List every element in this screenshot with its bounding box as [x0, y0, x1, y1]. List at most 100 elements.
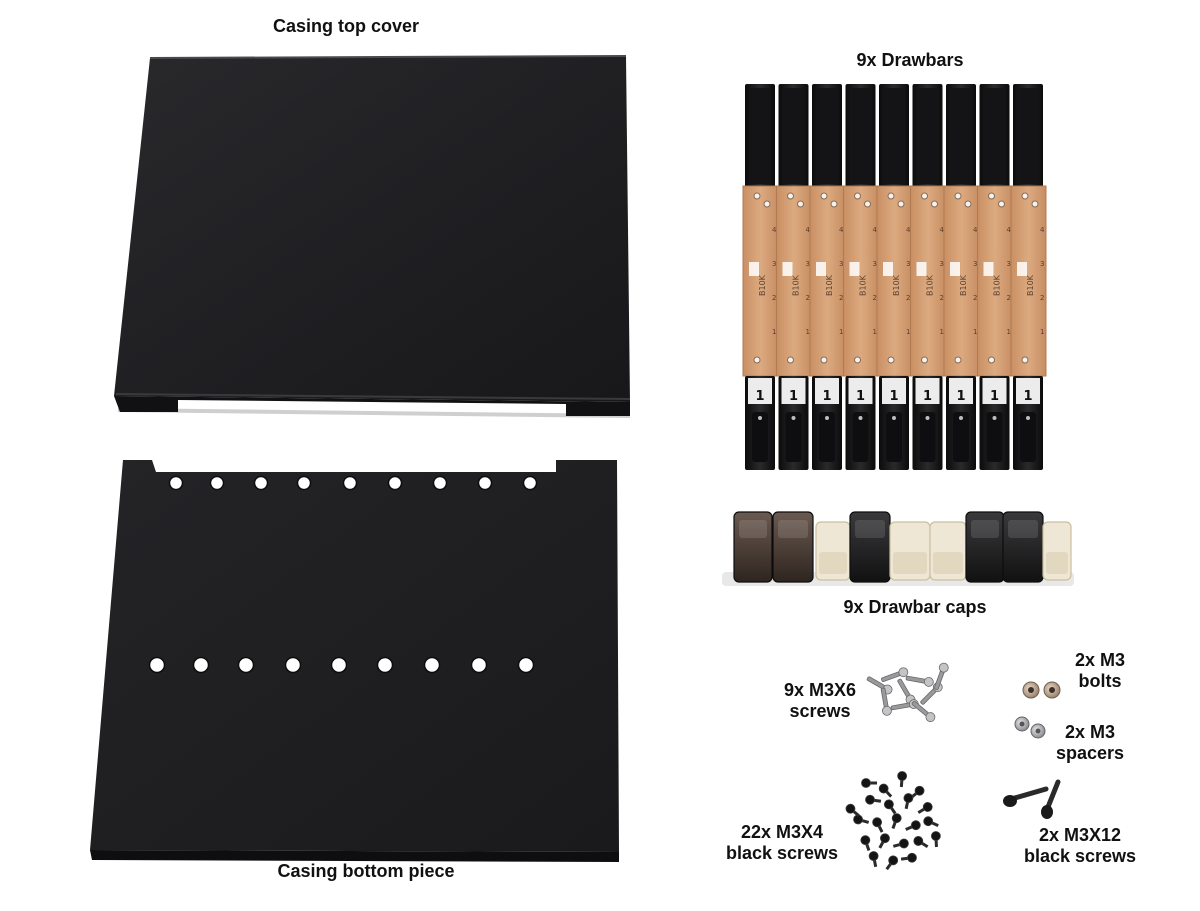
- pcb-pin-number: 1: [806, 328, 810, 336]
- m3x4-screw-head: [860, 835, 871, 846]
- pcb-pin-number: 2: [873, 294, 877, 302]
- drawbar-foot: [819, 412, 835, 462]
- drawbar-tip-digit: 1: [990, 389, 999, 404]
- pcb-label-patch: [883, 262, 893, 276]
- casing-bottom-piece: [90, 460, 619, 862]
- top-hole: [342, 475, 358, 491]
- drawbar-hole: [517, 656, 535, 674]
- top-hole: [477, 475, 493, 491]
- top-hole: [253, 475, 269, 491]
- m3x4-screw-head: [891, 813, 902, 824]
- drawbar-foot: [986, 412, 1003, 462]
- drawbar-hole: [192, 656, 210, 674]
- drawbar-hole: [284, 656, 302, 674]
- m3x4-screw: [878, 833, 890, 849]
- top-hole: [522, 475, 538, 491]
- drawbar-foot: [752, 412, 768, 462]
- label-m3-spacers: 2x M3 spacers: [1040, 722, 1140, 764]
- drawbar-pcb: [809, 185, 846, 377]
- pcb-pin-number: 2: [973, 294, 977, 302]
- drawbar-slot: [782, 88, 805, 184]
- drawbar-foot-hole: [992, 416, 997, 420]
- m3x6-screw: [866, 676, 893, 695]
- pcb-label-patch: [782, 262, 793, 276]
- drawbar-slot: [849, 88, 872, 184]
- pcb-pin-number: 2: [772, 294, 776, 302]
- drawbar-foot: [852, 412, 869, 462]
- m3x6-screws-pile: [866, 662, 949, 722]
- m3x4-screw: [883, 799, 897, 815]
- pcb-pad: [998, 200, 1005, 208]
- m3x12-screw-head: [1041, 805, 1053, 819]
- pcb-pad: [854, 356, 861, 364]
- m3x12-screw-head: [1003, 795, 1017, 807]
- m3x4-screw-head: [868, 851, 879, 861]
- pcb-part-text: B10K: [926, 274, 935, 296]
- pcb-pin-number: 2: [839, 294, 843, 302]
- label-m3-spacers-line1: 2x M3: [1064, 722, 1116, 742]
- bottom-piece-top-holes: [168, 475, 538, 491]
- pcb-pin-number: 4: [906, 226, 911, 234]
- pcb-pin-number: 1: [873, 328, 877, 336]
- m3x6-screw-head: [882, 705, 892, 716]
- m3-bolt-nut-hole: [1028, 687, 1034, 693]
- m3x4-screw-head: [922, 802, 933, 812]
- drawbar-hole: [423, 656, 441, 674]
- m3x4-screw-head: [913, 836, 924, 846]
- drawbar-pcb: [1010, 185, 1047, 377]
- drawbar-hole: [148, 656, 166, 674]
- m3x4-screw: [872, 817, 884, 833]
- m3x4-screw: [885, 855, 899, 871]
- top-cover-shadow: [118, 408, 630, 418]
- pcb-pin-number: 3: [1007, 260, 1011, 268]
- drawbar-hole: [330, 656, 348, 674]
- pcb-pin-number: 2: [1007, 294, 1011, 302]
- drawbar-foot-hole: [925, 416, 930, 420]
- drawbar-tab: [882, 378, 906, 404]
- m3x6-screw-head: [925, 712, 936, 722]
- top-cover-front-lip: [114, 396, 630, 416]
- m3x4-screw: [891, 813, 902, 829]
- label-m3x6-screws: 9x M3X6 screws: [770, 680, 870, 722]
- top-hole: [209, 475, 225, 491]
- pcb-pin-number: 1: [772, 328, 776, 336]
- pcb-pin-number: 3: [973, 260, 977, 268]
- m3-spacer-hole: [1035, 728, 1041, 734]
- drawbar-tab: [848, 378, 873, 404]
- pcb-pin-number: 4: [940, 226, 945, 234]
- drawbar-pcb: [776, 185, 812, 377]
- m3x4-screw-head: [903, 793, 914, 803]
- casing-top-cover: [114, 55, 631, 418]
- drawbar-foot: [785, 412, 802, 462]
- drawbar-foot-hole: [959, 416, 963, 420]
- drawbar-caps-group: [722, 511, 1074, 586]
- pcb-pin-number: 2: [940, 294, 944, 302]
- drawbar-tab: [949, 378, 973, 404]
- pcb-pin-number: 4: [873, 226, 878, 234]
- pcb-pin-number: 3: [772, 260, 776, 268]
- label-m3x12-line2: black screws: [1023, 846, 1137, 866]
- pcb-pin-number: 1: [1040, 328, 1044, 336]
- bottom-piece-panel: [90, 460, 619, 852]
- pcb-pin-number: 2: [1040, 294, 1044, 302]
- m3x4-screw-head: [845, 803, 856, 814]
- m3x4-screw: [860, 835, 871, 851]
- m3-spacers: [1014, 716, 1046, 739]
- label-m3-bolts-line2: bolts: [1078, 671, 1122, 691]
- pcb-pad: [787, 356, 794, 364]
- cap-base-shade: [893, 552, 927, 574]
- m3x4-screw-head: [883, 799, 894, 810]
- drawbar-tab: [915, 378, 940, 404]
- pcb-pin-number: 3: [873, 260, 877, 268]
- drawbar-tip-digit: 1: [755, 389, 764, 404]
- pcb-label-patch: [816, 262, 826, 276]
- label-drawbar-caps: 9x Drawbar caps: [843, 597, 987, 617]
- drawbar-foot-hole: [758, 416, 762, 420]
- m3x4-screw-head: [888, 855, 899, 866]
- m3x6-screw-head: [898, 667, 909, 678]
- pcb-label-patch: [983, 262, 994, 276]
- m3x4-screw: [892, 838, 909, 849]
